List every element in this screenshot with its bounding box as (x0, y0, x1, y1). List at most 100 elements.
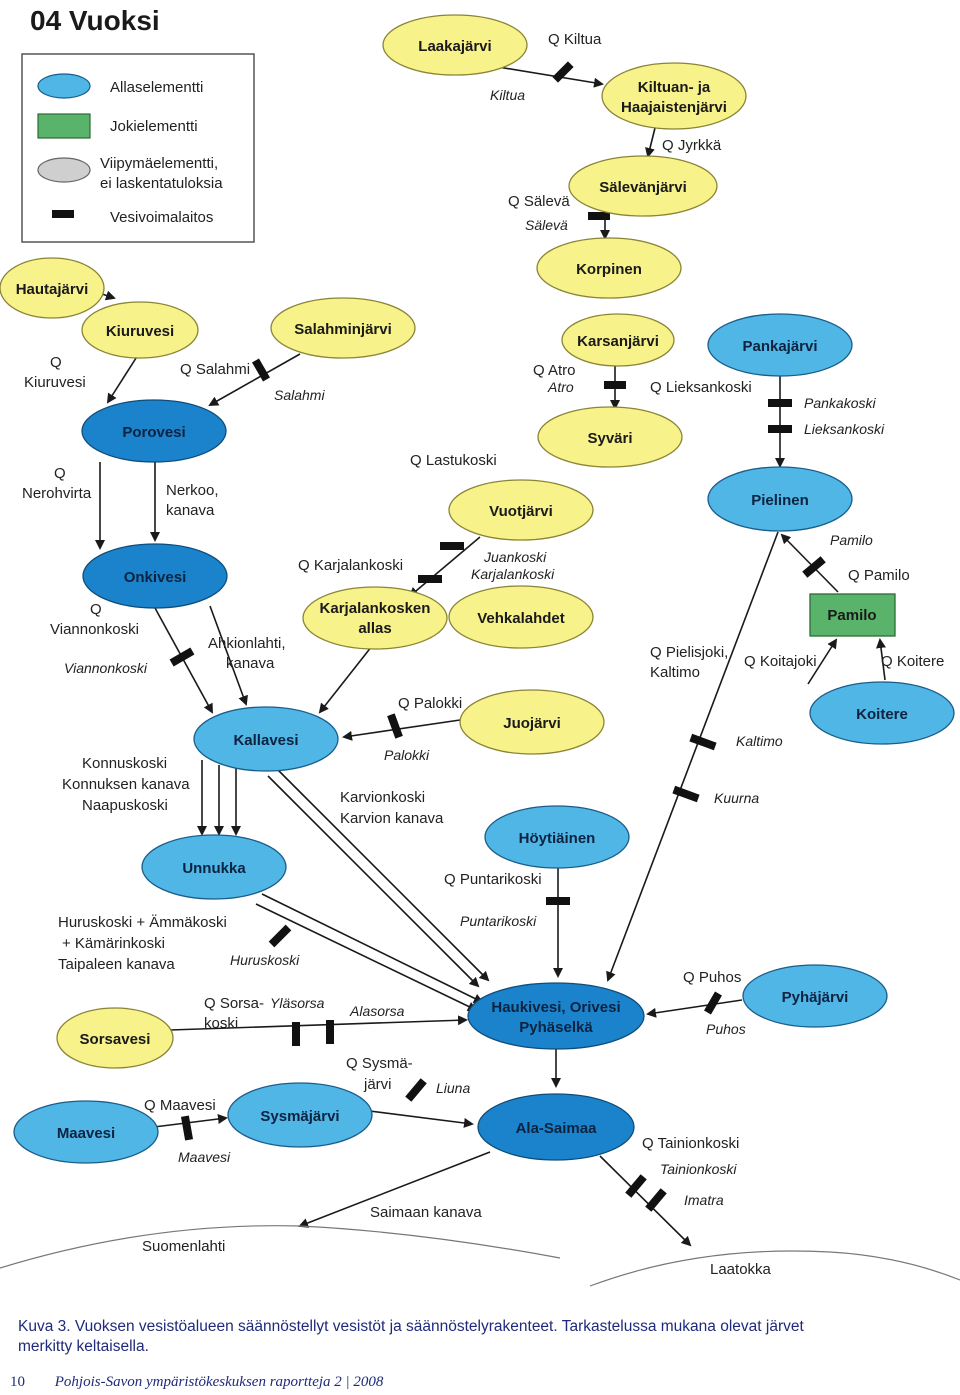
label-pankakoski-plant: Pankakoski (804, 395, 876, 411)
flow-kiuruvesi-porovesi (106, 354, 139, 404)
page-number: 10 (10, 1374, 25, 1390)
node-porovesi-shape (81, 399, 227, 463)
flow-lines (95, 63, 886, 1247)
node-alasaimaa-label: Ala-Saimaa (516, 1120, 598, 1137)
node-sysmajarvi: Sysmäjärvi (227, 1082, 373, 1148)
hydro-plant-liuna (405, 1078, 427, 1102)
label-q-sysma-1: Q Sysmä- (346, 1055, 413, 1072)
label-suomenlahti: Suomenlahti (142, 1238, 225, 1255)
node-onkivesi-shape (82, 543, 228, 609)
label-ahkionlahti-2: kanava (226, 655, 275, 672)
label-q-sysma-2: järvi (363, 1076, 392, 1093)
diagram-title: 04 Vuoksi (30, 5, 160, 36)
label-pamilo-plant: Pamilo (830, 532, 873, 548)
node-salahminjarvi-shape (270, 297, 416, 359)
node-juojarvi: Juojärvi (459, 689, 605, 755)
legend-river-label: Jokielementti (110, 118, 198, 135)
label-q-puntarikoski: Q Puntarikoski (444, 871, 542, 888)
node-hautajarvi-shape (0, 257, 105, 319)
node-karsanjarvi-label: Karsanjärvi (577, 333, 659, 350)
flow-koitajoki-pamilo (807, 638, 838, 685)
flow-koitere-pamilo (876, 638, 886, 681)
node-pankajarvi-label: Pankajärvi (742, 338, 817, 355)
node-unnukka: Unnukka (141, 834, 287, 900)
flow-alasaimaa-laatokka (599, 1155, 692, 1247)
hydro-plant-viannonkoski (169, 647, 195, 667)
legend-basin-swatch (37, 73, 91, 99)
node-syvari-shape (537, 406, 683, 468)
label-q-lastukoski: Q Lastukoski (410, 452, 497, 469)
label-atro-plant: Atro (547, 379, 574, 395)
annotations: Q Kiltua Kiltua Q Jyrkkä Q Sälevä Sälevä… (22, 31, 944, 1278)
node-hoytiainen-label: Höytiäinen (519, 830, 596, 847)
label-palokki-plant: Palokki (384, 747, 430, 763)
node-onkivesi: Onkivesi (82, 543, 228, 609)
flow-juojarvi-kallavesi (342, 719, 461, 741)
node-sorsavesi: Sorsavesi (56, 1007, 174, 1069)
page-footer: 10 Pohjois-Savon ympäristökeskuksen rapo… (10, 1374, 383, 1391)
node-hoytiainen: Höytiäinen (484, 805, 630, 869)
label-q-nerohvirta-1: Q (54, 465, 66, 482)
node-koitere-label: Koitere (856, 706, 908, 723)
node-salahminjarvi-label: Salahminjärvi (294, 321, 392, 338)
node-vuotjarvi-label: Vuotjärvi (489, 503, 553, 520)
flow-unnukka-haukivesi-2 (255, 903, 478, 1012)
node-haukivesi-label-1: Haukivesi, Orivesi (491, 999, 620, 1016)
node-unnukka-label: Unnukka (182, 860, 246, 877)
node-pyhajarvi-shape (742, 964, 888, 1028)
node-porovesi-label: Porovesi (122, 424, 185, 441)
node-sorsavesi-shape (56, 1007, 174, 1069)
hydro-plant-kaltimo (689, 733, 717, 751)
node-korpinen-label: Korpinen (576, 261, 642, 278)
suomenlahti-shoreline (0, 1225, 561, 1269)
node-kallavesi-shape (193, 706, 339, 772)
label-q-pielisjoki-2: Kaltimo (650, 664, 700, 681)
label-q-atro: Q Atro (533, 362, 576, 379)
flow-pyhajarvi-haukivesi (646, 999, 743, 1018)
node-maavesi-label: Maavesi (57, 1125, 115, 1142)
hydro-plant-palokki (387, 713, 403, 739)
node-karsanjarvi: Karsanjärvi (561, 313, 675, 367)
node-vehkalahdet-shape (448, 585, 594, 649)
flow-sorsavesi-haukivesi (169, 1015, 468, 1031)
node-salevanjarvi-label: Sälevänjärvi (599, 179, 687, 196)
node-haukivesi-shape (467, 982, 645, 1050)
node-pamilo: Pamilo (809, 593, 896, 637)
flow-pamilo-pielinen (780, 533, 839, 593)
node-juojarvi-shape (459, 689, 605, 755)
label-salahmi-plant: Salahmi (274, 387, 325, 403)
label-huruskoski-plant: Huruskoski (230, 952, 300, 968)
hydro-plant-tainionkoski (625, 1174, 647, 1198)
node-kiltua-label-1: Kiltuan- ja (638, 79, 711, 96)
node-kiuruvesi-label: Kiuruvesi (106, 323, 174, 340)
node-unnukka-shape (141, 834, 287, 900)
label-puhos-plant: Puhos (706, 1021, 746, 1037)
node-karsanjarvi-shape (561, 313, 675, 367)
label-q-nerohvirta-2: Nerohvirta (22, 485, 92, 502)
node-koitere-shape (809, 681, 955, 745)
hydro-plant-huruskoski (268, 924, 292, 948)
node-kiuruvesi-shape (81, 301, 199, 359)
node-laakajarvi-label: Laakajärvi (418, 38, 491, 55)
label-karvio-2: Karvion kanava (340, 810, 444, 827)
legend-delay-label: Viipymäelementti, (100, 155, 218, 172)
node-haukivesi-label-2: Pyhäselkä (519, 1019, 593, 1036)
label-imatra-plant: Imatra (684, 1192, 724, 1208)
hydro-plant-juankoski (440, 542, 464, 550)
label-tainionkoski-plant: Tainionkoski (660, 1161, 737, 1177)
label-q-pielisjoki-1: Q Pielisjoki, (650, 644, 728, 661)
hydro-plant-karjalankoski (418, 575, 442, 583)
label-q-saleva: Q Sälevä (508, 193, 570, 210)
label-kuurna-plant: Kuurna (714, 790, 759, 806)
label-q-puhos: Q Puhos (683, 969, 741, 986)
node-koitere: Koitere (809, 681, 955, 745)
hydro-plant-kiltua (552, 61, 574, 83)
hydro-plant-alasorsa (326, 1020, 334, 1044)
node-syvari-label: Syväri (587, 430, 632, 447)
flow-onkivesi-kallavesi-2 (209, 605, 248, 706)
label-ylasorsa-plant: Yläsorsa (270, 995, 325, 1011)
label-laatokka: Laatokka (710, 1261, 772, 1278)
node-korpinen: Korpinen (536, 237, 682, 299)
node-maavesi-shape (13, 1100, 159, 1164)
laatokka-shoreline (589, 1250, 960, 1287)
